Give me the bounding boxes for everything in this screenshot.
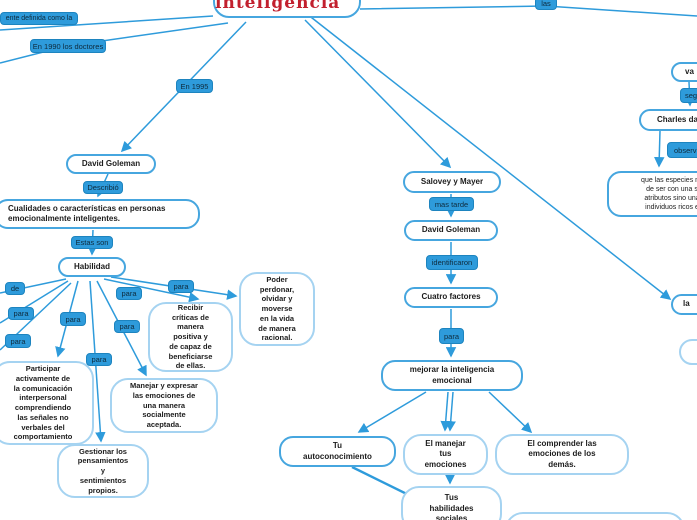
label-mas-tarde[interactable]: mas tarde xyxy=(429,197,474,211)
node-el-manejar[interactable]: El manejar tus emociones xyxy=(403,434,488,475)
node-david-goleman[interactable]: David Goleman xyxy=(66,154,156,174)
node-especies[interactable]: que las especies no de ser con una s atr… xyxy=(607,171,697,217)
label-para-1[interactable]: para xyxy=(8,307,34,320)
label-para-4[interactable]: para xyxy=(86,353,112,366)
node-bottom-partial[interactable] xyxy=(505,512,685,520)
label-para-center[interactable]: para xyxy=(439,328,464,344)
node-title[interactable]: “La” inteligencia xyxy=(213,0,361,18)
node-recibir[interactable]: Recibir críticas de manera positiva y de… xyxy=(148,302,233,372)
node-tu-autoconocimiento[interactable]: Tu autoconocimiento xyxy=(279,436,396,467)
label-para-5[interactable]: para xyxy=(114,320,140,333)
node-salovey-mayer[interactable]: Salovey y Mayer xyxy=(403,171,501,193)
node-manejar[interactable]: Manejar y expresar las emociones de una … xyxy=(110,378,218,433)
label-describio[interactable]: Describió xyxy=(83,181,123,194)
label-definida[interactable]: ente definida como la xyxy=(0,12,78,25)
node-mejorar[interactable]: mejorar la inteligencia emocional xyxy=(381,360,523,391)
label-las[interactable]: las xyxy=(535,0,557,10)
label-en-1990[interactable]: En 1990 los doctores xyxy=(30,39,106,53)
label-para-2[interactable]: para xyxy=(5,334,31,348)
label-en-1995[interactable]: En 1995 xyxy=(176,79,213,93)
node-poder[interactable]: Poder perdonar, olvidar y moverse en la … xyxy=(239,272,315,346)
node-david-goleman-2[interactable]: David Goleman xyxy=(404,220,498,241)
label-observo[interactable]: observ xyxy=(667,142,697,158)
label-identificaron[interactable]: identificaron xyxy=(426,255,478,270)
node-tus-habilidades[interactable]: Tus habilidades sociales xyxy=(401,486,502,520)
node-right-partial[interactable] xyxy=(679,339,697,365)
node-gestionar[interactable]: Gestionar los pensamientos y sentimiento… xyxy=(57,444,149,498)
node-va[interactable]: va xyxy=(671,62,697,82)
node-cualidades[interactable]: Cualidades o características en personas… xyxy=(0,199,200,229)
label-estas-son[interactable]: Estas son xyxy=(71,236,113,249)
node-habilidad[interactable]: Habilidad xyxy=(58,257,126,277)
label-para-6[interactable]: para xyxy=(116,287,142,300)
label-de[interactable]: de xyxy=(5,282,25,295)
node-la[interactable]: la xyxy=(671,294,697,315)
label-para-3[interactable]: para xyxy=(60,312,86,326)
label-para-7[interactable]: para xyxy=(168,280,194,293)
label-segun[interactable]: seg xyxy=(680,88,697,103)
node-el-comprender[interactable]: El comprender las emociones de los demás… xyxy=(495,434,629,475)
node-charles-darwin[interactable]: Charles da xyxy=(639,109,697,131)
node-participar[interactable]: Participar activamente de la comunicació… xyxy=(0,361,94,445)
node-cuatro-factores[interactable]: Cuatro factores xyxy=(404,287,498,308)
